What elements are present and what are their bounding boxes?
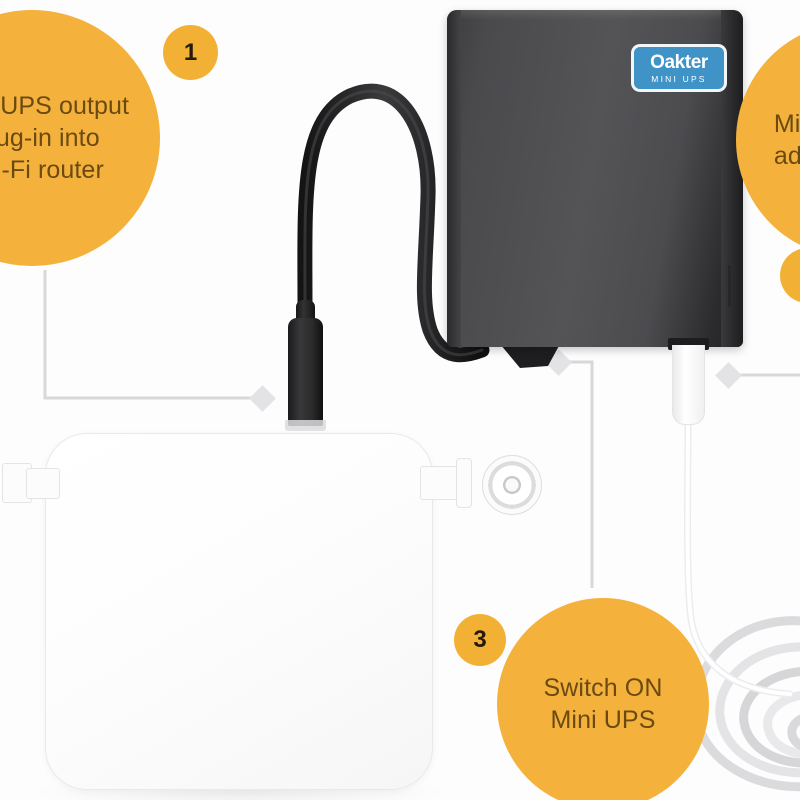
- dc-plug-base: [285, 420, 326, 431]
- coiled-cable: [691, 616, 800, 792]
- mini-ups-device: Oakter MINI UPS: [447, 10, 743, 347]
- ups-output-port: [500, 344, 560, 368]
- oakter-brand-text: Oakter: [650, 51, 708, 73]
- step-badge-1: 1: [163, 25, 218, 80]
- adapter-connector: [672, 345, 705, 425]
- ups-right-edge: [721, 10, 743, 347]
- wifi-router-device: [45, 433, 433, 790]
- router-port-right-outer: [456, 458, 472, 508]
- callout-step-1-text: Mini UPS output plug-in into Wi-Fi route…: [0, 92, 130, 184]
- callout-step-3: Switch ON Mini UPS: [497, 598, 709, 800]
- leader-line-3: [567, 360, 594, 588]
- step-badge-3: 3: [454, 614, 506, 666]
- router-port-right-inner: [420, 466, 462, 500]
- step-badge-3-number: 3: [473, 626, 487, 653]
- step-badge-1-number: 1: [183, 38, 198, 66]
- step-badge-2: 2: [780, 248, 800, 303]
- oakter-logo-badge: Oakter MINI UPS: [631, 44, 727, 92]
- callout-step-3-text: Switch ON Mini UPS: [543, 674, 663, 734]
- oakter-sub-text: MINI UPS: [651, 73, 707, 84]
- ups-vent-slot: [728, 265, 731, 307]
- router-port-left-inner: [26, 468, 60, 499]
- ups-left-edge: [447, 10, 461, 347]
- dc-barrel-plug: [288, 318, 323, 426]
- leader-line-1: [43, 270, 255, 400]
- callout-step-2-text: Mini UPS adapter plug-in: [773, 110, 800, 170]
- leader-marker-2: [715, 362, 742, 389]
- coaxial-connector: [482, 455, 542, 515]
- leader-marker-1: [249, 385, 276, 412]
